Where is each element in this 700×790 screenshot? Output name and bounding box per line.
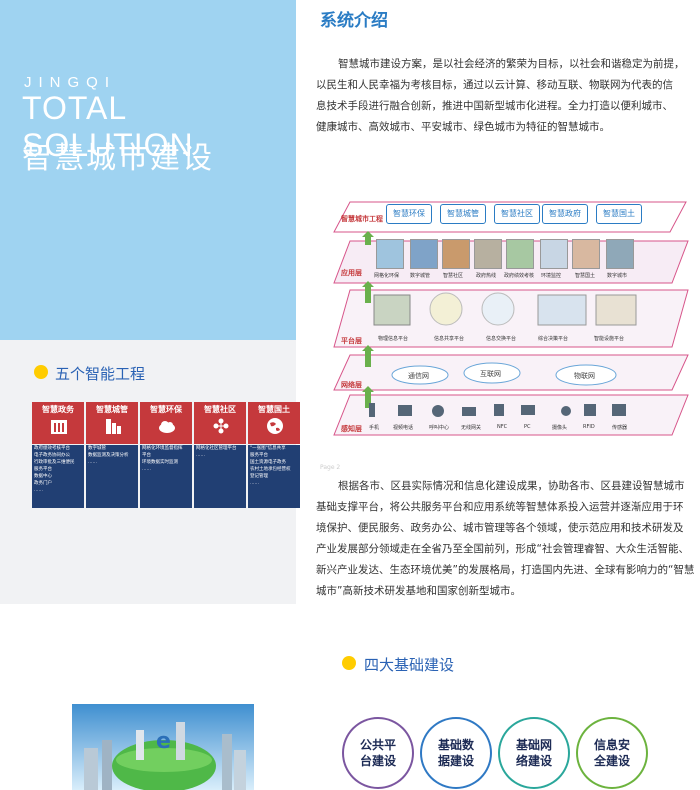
app-caption: 智慧国土	[575, 273, 596, 279]
layer-label-platform: 平台层	[341, 337, 362, 345]
app-caption: 数字城管	[410, 273, 431, 279]
device-caption: 呼叫中心	[429, 425, 450, 431]
device-caption: 视频电话	[393, 425, 414, 431]
platform-caption: 信息交换平台	[486, 336, 517, 342]
cloud-icon	[159, 421, 175, 433]
intro-paragraph: 智慧城市建设方案，是以社会经济的繁荣为目标，以社会和谐稳定为前提， 以民生和人民…	[316, 58, 685, 133]
engineering-item: 智慧国土	[596, 204, 642, 224]
layer-label-network: 网络层	[341, 381, 362, 389]
card-items: 网格化环境监督指挥 平台 环境数据实时监测 ……	[140, 445, 192, 508]
app-caption: 政府绩效考核	[504, 273, 535, 279]
city-building-icon	[106, 419, 121, 434]
bullet-dot-icon	[342, 656, 356, 670]
platform-icons	[373, 292, 637, 326]
up-arrow-icon	[362, 281, 374, 303]
hero-banner: JingQi TOTAL SOLUTION 智慧城市建设	[0, 0, 296, 340]
device-caption: 无线网关	[461, 425, 482, 431]
network-label: 通信网	[408, 372, 429, 380]
perception-plane	[333, 394, 689, 436]
foundation-info-security: 信息安全建设	[578, 719, 646, 787]
app-thumbnail	[376, 239, 404, 269]
page-mark: Page 2	[320, 464, 341, 471]
hero-title: TOTAL SOLUTION	[22, 90, 194, 163]
foundation-public-platform: 公共平台建设	[344, 719, 412, 787]
card-label: 智慧环保	[150, 405, 182, 414]
hero-subtitle: 智慧城市建设	[22, 141, 214, 176]
device-caption: NFC	[497, 424, 508, 430]
five-projects-title: 五个智能工程	[55, 365, 146, 383]
app-caption: 数字城市	[607, 273, 628, 279]
layer-label-perception: 感知层	[341, 425, 362, 433]
app-thumbnail	[410, 239, 438, 269]
card-label: 智慧政务	[42, 405, 74, 414]
app-thumbnail	[606, 239, 634, 269]
network-label: 物联网	[574, 372, 595, 380]
engineering-item: 智慧环保	[386, 204, 432, 224]
engineering-item: 智慧城管	[440, 204, 486, 224]
device-icons	[369, 403, 626, 417]
layer-label-engineering: 智慧城市工程	[341, 215, 383, 223]
card-items: "一张图"信息共享 服务平台 国土资源电子政务 农村土地承包经营权 登记管理 ……	[248, 445, 300, 508]
app-caption: 政府热线	[476, 273, 497, 279]
project-card-gov: 智慧政务 政府绩效考核平台 电子政务协同办公 行政审批及三维便民 服务平台 数据…	[32, 402, 84, 508]
four-foundations-title: 四大基础建设	[364, 656, 455, 674]
platform-caption: 智能设施平台	[594, 336, 625, 342]
svg-text:e: e	[156, 729, 171, 754]
globe-icon	[267, 418, 283, 434]
app-thumbnail	[572, 239, 600, 269]
device-caption: RFID	[583, 424, 595, 430]
foundation-basic-network: 基础网络建设	[500, 719, 568, 787]
app-caption: 网格化环保	[374, 273, 400, 279]
card-items: 政府绩效考核平台 电子政务协同办公 行政审批及三维便民 服务平台 数据中心 政务…	[32, 445, 84, 508]
platform-caption: 物理信息平台	[378, 336, 409, 342]
card-label: 智慧国土	[258, 405, 290, 414]
layer-label-application: 应用层	[341, 269, 362, 277]
brand-name: JingQi	[24, 74, 117, 91]
device-caption: 传感器	[612, 425, 628, 431]
device-caption: 手机	[369, 425, 380, 431]
smart-city-illustration: e	[72, 704, 254, 790]
up-arrow-icon	[362, 231, 374, 245]
engineering-item: 智慧社区	[494, 204, 540, 224]
body-paragraph: 根据各市、区县实际情况和信息化建设成果，协助各市、区县建设智慧城市 基础支撑平台…	[316, 480, 695, 597]
project-card-land: 智慧国土 "一张图"信息共享 服务平台 国土资源电子政务 农村土地承包经营权 登…	[248, 402, 300, 508]
people-network-icon	[213, 418, 229, 434]
engineering-item: 智慧政府	[542, 204, 588, 224]
project-card-city: 智慧城管 数字城管 数据监测及决策分析 ……	[86, 402, 138, 508]
project-card-env: 智慧环保 网格化环境监督指挥 平台 环境数据实时监测 ……	[140, 402, 192, 508]
device-caption: PC	[524, 424, 531, 430]
card-label: 智慧社区	[204, 405, 236, 414]
app-thumbnail	[474, 239, 502, 269]
app-thumbnail	[506, 239, 534, 269]
network-label: 互联网	[480, 370, 501, 378]
platform-caption: 信息共享平台	[434, 336, 465, 342]
card-items: 数字城管 数据监测及决策分析 ……	[86, 445, 138, 508]
device-caption: 摄像头	[552, 425, 568, 431]
bullet-dot-icon	[34, 365, 48, 379]
platform-caption: 综合决策平台	[538, 336, 569, 342]
building-icon	[51, 420, 67, 434]
up-arrow-icon	[362, 386, 374, 408]
card-label: 智慧城管	[96, 405, 128, 414]
card-items: 网格化社区管理平台 ……	[194, 445, 246, 508]
foundation-basic-data: 基础数据建设	[422, 719, 490, 787]
intro-title: 系统介绍	[320, 11, 388, 31]
architecture-diagram	[333, 201, 689, 436]
app-thumbnail	[540, 239, 568, 269]
app-caption: 环境监控	[541, 273, 562, 279]
up-arrow-icon	[362, 345, 374, 367]
cloud-icon	[391, 362, 617, 386]
app-caption: 智慧社区	[443, 273, 464, 279]
project-card-community: 智慧社区 网格化社区管理平台 ……	[194, 402, 246, 508]
app-thumbnail	[442, 239, 470, 269]
